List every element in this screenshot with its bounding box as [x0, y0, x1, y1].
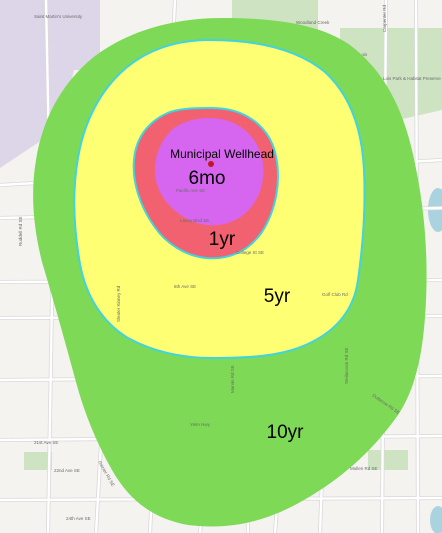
street-label: Ruddell Rd SE	[18, 216, 23, 246]
university-area	[0, 0, 100, 168]
zone-label-5yr: 5yr	[264, 286, 291, 307]
street-label: College St SE	[236, 250, 264, 255]
street-label: Woodland Creek	[296, 20, 330, 25]
street-label: 24th Ave SE	[66, 516, 91, 521]
street-label: Steilacoom Rd SE	[344, 347, 349, 384]
wellhead-marker-icon[interactable]	[208, 161, 214, 167]
street-label: Sleater Kinney Rd	[116, 285, 121, 322]
street-label: 6th Ave SE	[174, 284, 196, 289]
street-labels: Woodland Creek Carpenter Rd Pacific Ave …	[18, 4, 401, 521]
street-label: Carpenter Rd	[382, 4, 387, 32]
street-label: Golf Club Rd	[322, 292, 348, 297]
street-label: Yelm Hwy	[190, 422, 211, 427]
zone-label-6mo: 6mo	[189, 168, 226, 189]
street-label: Lacey Blvd SE	[180, 218, 209, 223]
capture-zones	[33, 18, 427, 527]
zone-label-10yr: 10yr	[267, 422, 305, 443]
place-label: Lake Lois Park & Habitat Preserve	[372, 76, 441, 81]
park-area	[24, 452, 52, 470]
street-label: Mullen Rd SE	[350, 466, 378, 471]
capture-zone-6mo	[154, 118, 264, 226]
street-label: 22nd Ave SE	[54, 468, 80, 473]
water-body	[430, 506, 442, 533]
street-label: Marvin Rd SE	[230, 365, 235, 393]
road	[44, 0, 54, 533]
street-label: Pacific Ave SE	[176, 188, 205, 193]
zone-label-1yr: 1yr	[209, 229, 236, 250]
park-area	[368, 450, 408, 470]
street-label: 21st Ave SE	[34, 440, 58, 445]
place-label: Saint Martin's University	[34, 14, 83, 19]
wellhead-label: Municipal Wellhead	[170, 147, 274, 161]
